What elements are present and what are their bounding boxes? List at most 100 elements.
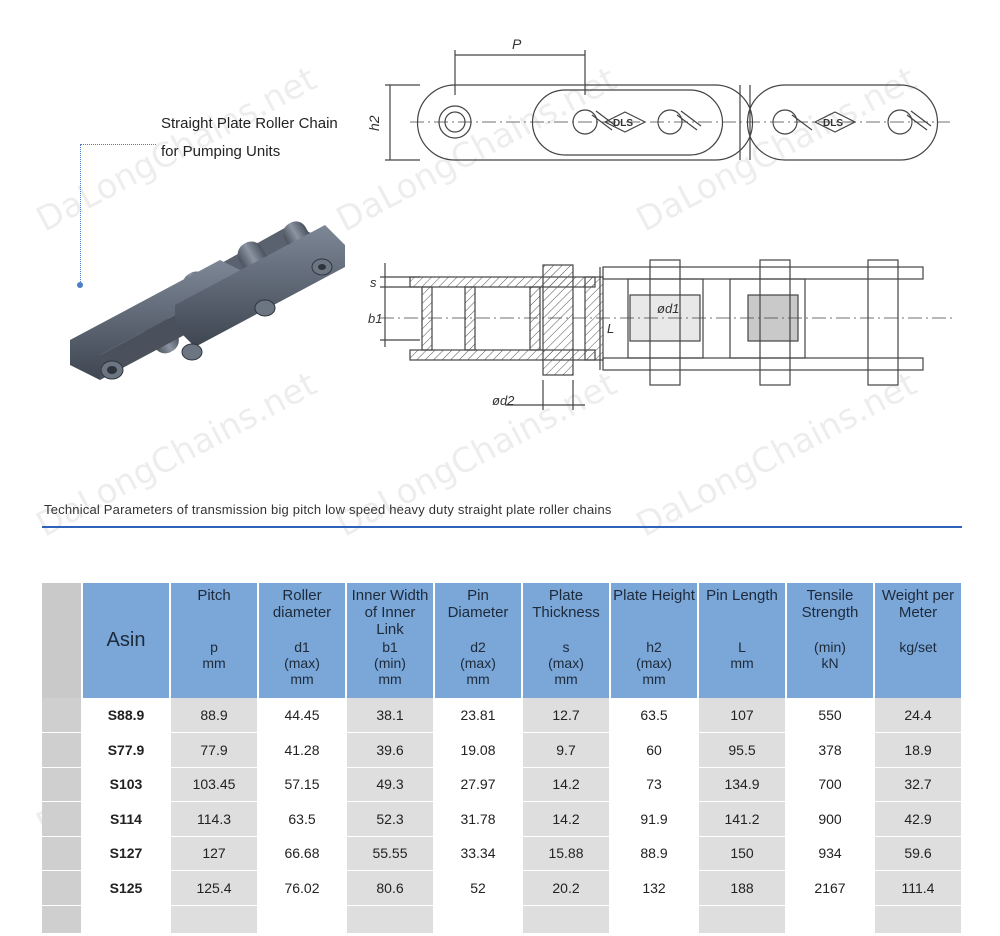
row-gutter xyxy=(42,801,83,837)
value-cell: 9.7 xyxy=(522,732,611,768)
empty-cell xyxy=(258,905,347,934)
value-cell: 23.81 xyxy=(434,698,523,733)
value-cell: 63.5 xyxy=(258,801,347,837)
table-row-empty xyxy=(42,905,963,934)
model-cell: S125 xyxy=(82,870,171,906)
chain-top-view-drawing: P h2 DLS DLS xyxy=(366,36,950,161)
value-cell: 95.5 xyxy=(698,732,787,768)
caption-line-1: Straight Plate Roller Chain xyxy=(161,115,338,132)
chain-section-view-drawing: s b1 L ød1 ød2 xyxy=(368,259,955,410)
value-cell: 150 xyxy=(698,836,787,871)
value-cell: 900 xyxy=(786,801,875,837)
empty-cell xyxy=(42,905,83,934)
model-cell: S114 xyxy=(82,801,171,837)
value-cell: 107 xyxy=(698,698,787,733)
value-cell: 42.9 xyxy=(874,801,963,837)
empty-cell xyxy=(346,905,435,934)
model-cell: S127 xyxy=(82,836,171,871)
value-cell: 52.3 xyxy=(346,801,435,837)
value-cell: 44.45 xyxy=(258,698,347,733)
value-cell: 76.02 xyxy=(258,870,347,906)
value-cell: 49.3 xyxy=(346,767,435,802)
value-cell: 88.9 xyxy=(610,836,699,871)
value-cell: 33.34 xyxy=(434,836,523,871)
value-cell: 60 xyxy=(610,732,699,768)
column-header: Tensile Strength(min)kN xyxy=(786,583,875,698)
leader-dot xyxy=(77,282,83,288)
value-cell: 125.4 xyxy=(170,870,259,906)
model-cell: S103 xyxy=(82,767,171,802)
value-cell: 38.1 xyxy=(346,698,435,733)
pitch-label: P xyxy=(512,36,522,52)
value-cell: 12.7 xyxy=(522,698,611,733)
leader-line xyxy=(80,144,81,284)
value-cell: 31.78 xyxy=(434,801,523,837)
value-cell: 77.9 xyxy=(170,732,259,768)
empty-cell xyxy=(170,905,259,934)
empty-cell xyxy=(82,905,171,934)
value-cell: 141.2 xyxy=(698,801,787,837)
chain-isometric-illustration xyxy=(70,221,345,380)
value-cell: 550 xyxy=(786,698,875,733)
value-cell: 27.97 xyxy=(434,767,523,802)
value-cell: 188 xyxy=(698,870,787,906)
empty-cell xyxy=(874,905,963,934)
value-cell: 134.9 xyxy=(698,767,787,802)
row-gutter xyxy=(42,836,83,871)
plate-height-label: h2 xyxy=(366,115,382,131)
value-cell: 24.4 xyxy=(874,698,963,733)
plate-thickness-label: s xyxy=(370,275,377,290)
empty-cell xyxy=(610,905,699,934)
row-gutter xyxy=(42,698,83,733)
value-cell: 57.15 xyxy=(258,767,347,802)
value-cell: 114.3 xyxy=(170,801,259,837)
table-corner xyxy=(42,583,83,698)
model-cell: S77.9 xyxy=(82,732,171,768)
empty-cell xyxy=(434,905,523,934)
value-cell: 132 xyxy=(610,870,699,906)
value-cell: 127 xyxy=(170,836,259,871)
leader-line xyxy=(80,144,156,145)
value-cell: 2167 xyxy=(786,870,875,906)
value-cell: 66.68 xyxy=(258,836,347,871)
column-header: Asin xyxy=(82,583,171,698)
value-cell: 63.5 xyxy=(610,698,699,733)
value-cell: 19.08 xyxy=(434,732,523,768)
value-cell: 14.2 xyxy=(522,767,611,802)
row-gutter xyxy=(42,767,83,802)
value-cell: 15.88 xyxy=(522,836,611,871)
empty-cell xyxy=(698,905,787,934)
empty-cell xyxy=(522,905,611,934)
value-cell: 59.6 xyxy=(874,836,963,871)
value-cell: 88.9 xyxy=(170,698,259,733)
model-cell: S88.9 xyxy=(82,698,171,733)
value-cell: 18.9 xyxy=(874,732,963,768)
row-gutter xyxy=(42,870,83,906)
value-cell: 103.45 xyxy=(170,767,259,802)
value-cell: 73 xyxy=(610,767,699,802)
value-cell: 91.9 xyxy=(610,801,699,837)
plate-mark-right: DLS xyxy=(823,118,843,129)
value-cell: 80.6 xyxy=(346,870,435,906)
value-cell: 14.2 xyxy=(522,801,611,837)
value-cell: 39.6 xyxy=(346,732,435,768)
section-title: Technical Parameters of transmission big… xyxy=(44,502,612,517)
value-cell: 41.28 xyxy=(258,732,347,768)
value-cell: 111.4 xyxy=(874,870,963,906)
plate-mark-left: DLS xyxy=(613,118,633,129)
value-cell: 52 xyxy=(434,870,523,906)
section-divider xyxy=(42,526,962,528)
